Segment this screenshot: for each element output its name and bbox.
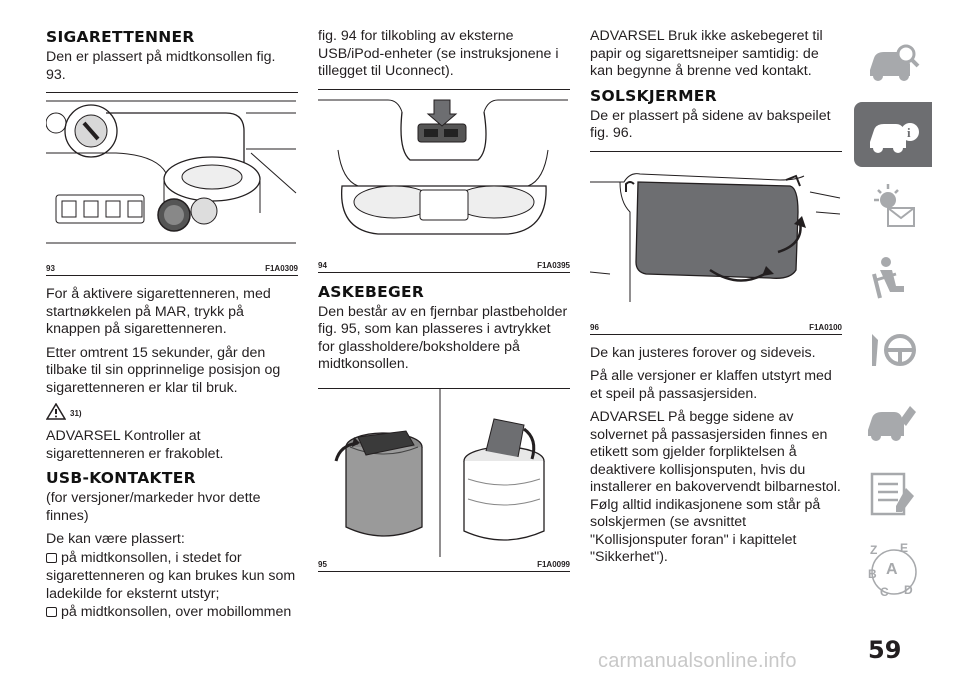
tab-safety[interactable] <box>854 246 932 311</box>
figure-96-number: 96 <box>590 322 599 332</box>
figure-95-number: 95 <box>318 559 327 569</box>
column-3: ADVARSEL Bruk ikke askebegeret til papir… <box>590 28 842 573</box>
usb-port-illustration <box>318 99 568 235</box>
airbag-icon <box>872 257 904 299</box>
svg-text:Z: Z <box>870 543 877 557</box>
cigarette-lighter-illustration <box>46 100 297 244</box>
list-item-2-text: på midtkonsollen, over mobillommen <box>61 603 292 620</box>
paragraph-visor-location: De er plassert på sidene av bakspeilet f… <box>590 107 831 142</box>
tab-vehicle-info[interactable]: i <box>854 102 932 167</box>
figure-96: 96 F1A0100 <box>590 150 842 335</box>
car-info-icon: i <box>870 123 919 153</box>
tab-emergency[interactable] <box>854 390 932 455</box>
list-item-2: på midtkonsollen, over mobillommen <box>46 603 298 621</box>
paragraph-mirror: På alle versjoner er klaffen utstyrt med… <box>590 368 832 402</box>
checkbox-bullet-icon <box>46 552 57 563</box>
list-item-1: på midtkonsollen, i stedet for sigarette… <box>46 549 298 603</box>
page-number: 59 <box>868 636 902 664</box>
heading-ashtray: ASKEBEGER <box>318 282 425 301</box>
figure-93: 93 F1A0309 <box>46 92 298 276</box>
svg-text:E: E <box>900 541 908 555</box>
list-item-1-text: på midtkonsollen, i stedet for sigarette… <box>46 549 296 602</box>
paragraph-usb-versions: (for versjoner/markeder hvor dette finne… <box>46 490 261 524</box>
tab-starting-driving[interactable] <box>854 318 932 383</box>
paragraph-advarsel-ashtray: ADVARSEL Bruk ikke askebegeret til papir… <box>590 28 823 79</box>
heading-cigarette-lighter: SIGARETTENNER <box>46 28 195 46</box>
svg-text:C: C <box>880 585 889 599</box>
paragraph-advarsel-airbag: ADVARSEL På begge sidene av solvernet på… <box>590 409 841 565</box>
warning-reference: 31) <box>46 403 298 420</box>
warning-ref-number: 31) <box>70 409 82 418</box>
figure-94-code: F1A0395 <box>537 260 570 270</box>
figure-96-code: F1A0100 <box>809 322 842 332</box>
column-1: SIGARETTENNER Den er plassert på midtkon… <box>46 28 298 621</box>
heading-usb: USB-KONTAKTER <box>46 469 196 487</box>
tab-warning-lights[interactable] <box>854 174 932 239</box>
ashtray-illustration <box>334 388 545 557</box>
svg-text:D: D <box>904 583 913 597</box>
paragraph-advarsel-lighter: ADVARSEL Kontroller at sigarettenneren e… <box>46 428 224 462</box>
column-2: fig. 94 for tilkobling av eksterne USB/i… <box>318 28 570 582</box>
figure-95-code: F1A0099 <box>537 559 570 569</box>
paragraph-fig94-ref: fig. 94 for tilkobling av eksterne USB/i… <box>318 28 559 79</box>
sun-visor-illustration <box>590 172 841 302</box>
paragraph-ashtray: Den består av en fjernbar plastbeholder … <box>318 303 568 373</box>
tab-maintenance[interactable] <box>854 462 932 527</box>
heading-sun-visors: SOLSKJERMER <box>590 86 717 105</box>
steering-wrench-icon <box>872 334 916 366</box>
paragraph-activate: For å aktivere sigarettenneren, med star… <box>46 286 271 337</box>
paragraph-lighter-location: Den er plassert på midtkonsollen fig. 93… <box>46 49 276 83</box>
figure-93-code: F1A0309 <box>265 264 298 273</box>
watermark: carmanualsonline.info <box>598 650 797 672</box>
figure-94: 94 F1A0395 <box>318 88 570 273</box>
svg-text:i: i <box>907 125 911 140</box>
warning-lights-icon <box>874 184 915 227</box>
paragraph-adjust: De kan justeres forover og sideveis. <box>590 344 816 361</box>
car-search-icon <box>870 44 920 81</box>
figure-95: 95 F1A0099 <box>318 387 570 572</box>
svg-text:A: A <box>886 561 898 578</box>
paragraph-return: Etter omtrent 15 sekunder, går den tilba… <box>46 344 281 396</box>
car-service-icon <box>868 406 916 441</box>
figure-94-number: 94 <box>318 260 327 270</box>
figure-93-number: 93 <box>46 264 55 273</box>
svg-text:B: B <box>868 567 877 581</box>
specs-list-icon <box>870 472 914 516</box>
checkbox-bullet-icon <box>46 606 57 617</box>
tab-getting-to-know[interactable] <box>854 30 932 95</box>
warning-triangle-icon <box>46 403 66 420</box>
paragraph-usb-can: De kan være plassert: <box>46 531 185 547</box>
